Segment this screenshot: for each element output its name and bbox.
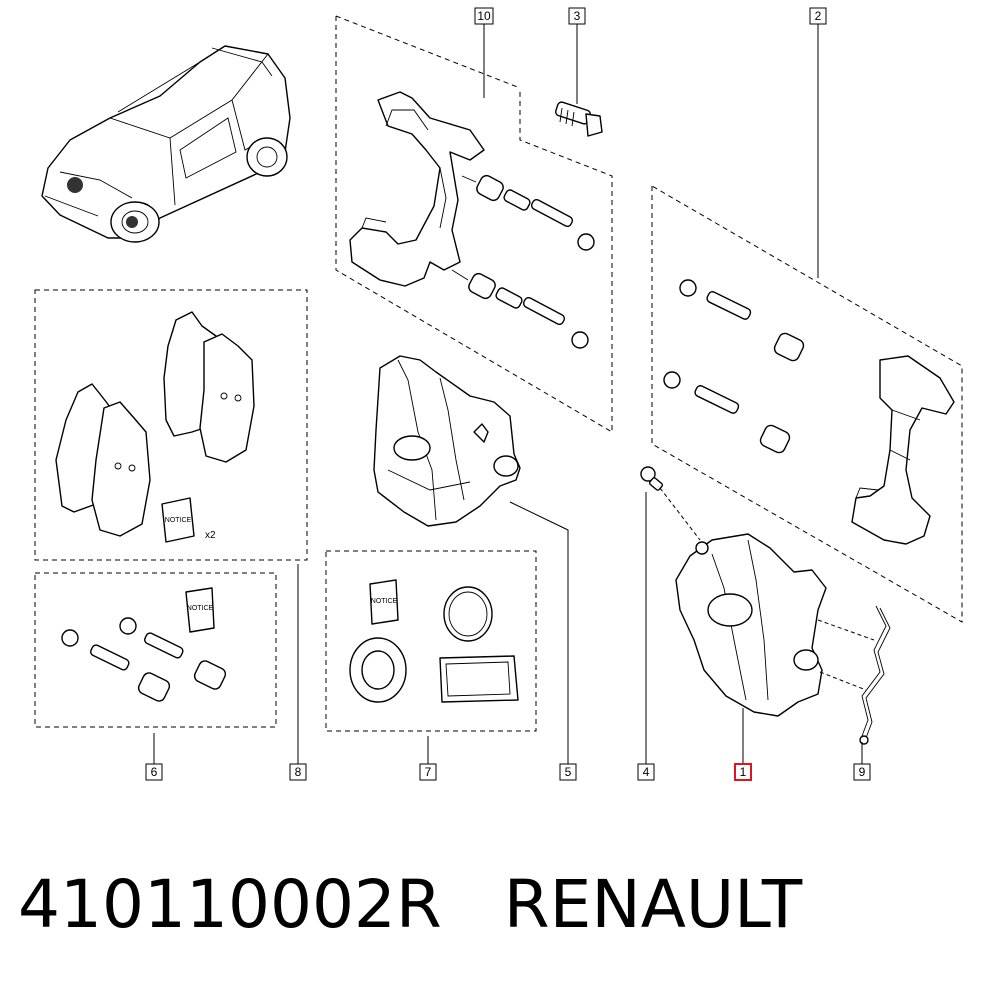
caliper-item-1: [675, 533, 827, 717]
callout-6: 6: [145, 763, 163, 781]
notice-label-pads: NOTICE: [165, 517, 192, 524]
callout-10-text: 10: [477, 9, 491, 23]
callout-1-highlighted: 1: [734, 763, 752, 781]
bleed-screw-item-4: [640, 466, 664, 491]
callout-9: 9: [853, 763, 871, 781]
wear-sensor-item-9: [859, 605, 891, 745]
callout-10: 10: [474, 7, 494, 25]
callout-9-text: 9: [859, 765, 866, 779]
brand-name: RENAULT: [503, 866, 803, 943]
part-caption: 410110002R RENAULT: [18, 855, 978, 955]
pad-quantity-label: x2: [205, 530, 216, 541]
callout-7-text: 7: [425, 765, 432, 779]
part-number: 410110002R: [18, 866, 442, 943]
car-illustration: [41, 45, 291, 243]
callout-4: 4: [637, 763, 655, 781]
leader-lines: [153, 24, 875, 764]
callout-1-text: 1: [740, 765, 747, 779]
group-6-pin-kit: NOTICE: [34, 572, 277, 728]
notice-label-seals: NOTICE: [371, 598, 398, 605]
group-8-pads: NOTICE x2: [34, 289, 308, 561]
callout-7: 7: [419, 763, 437, 781]
exploded-brake-diagram: NOTICE x2 NOTICE NOTICE: [34, 7, 963, 781]
callout-5-text: 5: [565, 765, 572, 779]
callout-8: 8: [289, 763, 307, 781]
callout-3: 3: [568, 7, 586, 25]
group-2-carrier: [651, 185, 963, 623]
callout-3-text: 3: [574, 9, 581, 23]
callout-2: 2: [809, 7, 827, 25]
group-7-seal-kit: NOTICE: [325, 550, 537, 732]
callout-5: 5: [559, 763, 577, 781]
callout-8-text: 8: [295, 765, 302, 779]
callout-6-text: 6: [151, 765, 158, 779]
group-10-carrier: [335, 15, 613, 433]
callout-4-text: 4: [643, 765, 650, 779]
bolt-item-3: [555, 101, 603, 137]
notice-label-pins: NOTICE: [187, 605, 214, 612]
callout-2-text: 2: [815, 9, 822, 23]
caliper-item-5: [373, 355, 521, 527]
